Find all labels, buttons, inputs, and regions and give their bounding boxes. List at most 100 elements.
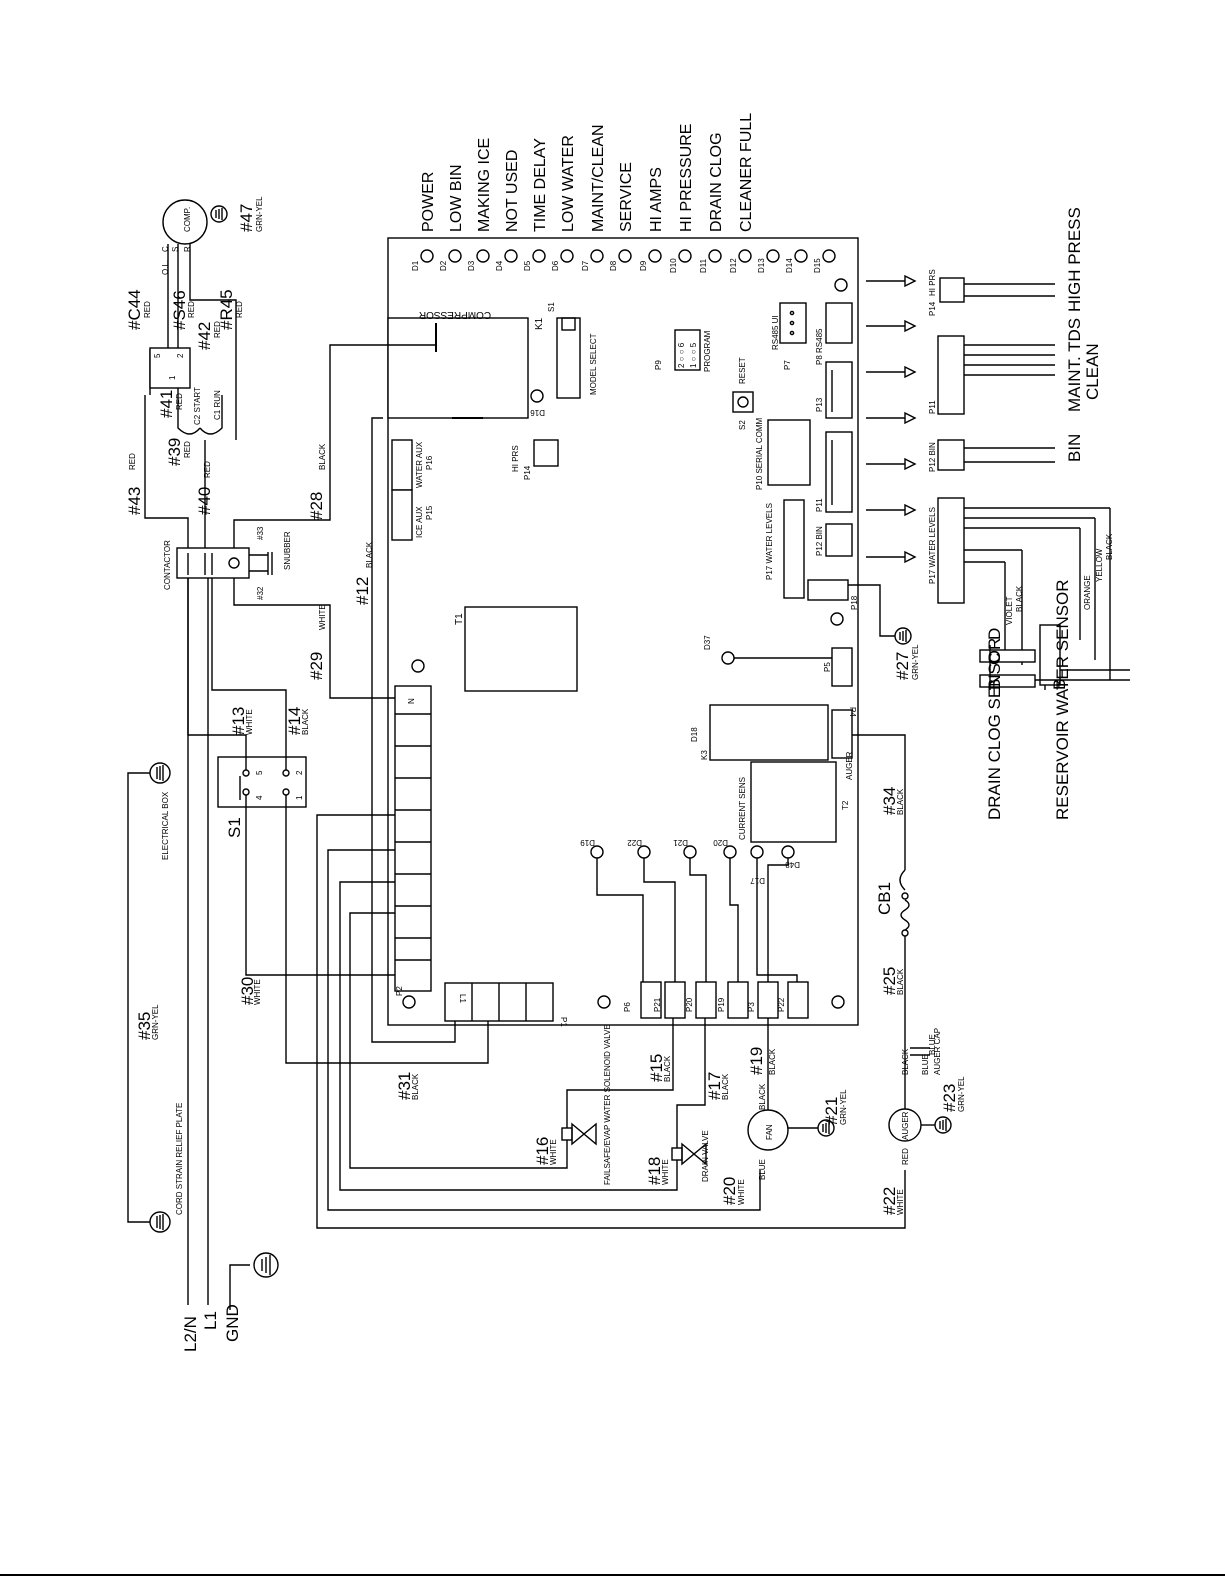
t2-current-sens: CURRENT SENS T2 (738, 761, 850, 843)
auger-board-label: AUGER (845, 751, 854, 780)
wire-14-color: BLACK (301, 708, 310, 735)
wire-13-color: WHITE (245, 709, 254, 735)
wire-18-color: WHITE (661, 1159, 670, 1185)
wire-18-label: #18 (645, 1157, 664, 1185)
p13-label: P13 (815, 397, 824, 412)
external-p17-water-levels: P17 WATER LEVELS VIOLET BLACK ORANGE YEL… (928, 497, 1114, 680)
comp-s-label: S (171, 247, 180, 252)
wire-12: #12 BLACK (353, 417, 456, 1043)
switch-wiring: #13 WHITE #14 BLACK #30 WHITE #31 BLACK (187, 578, 489, 1100)
p18-label: P18 (850, 595, 859, 610)
black-label-2: BLACK (1105, 533, 1114, 560)
d20-label: D20 (713, 838, 728, 847)
wire-c44-color: RED (143, 301, 152, 318)
wire-21-color: GRN-YEL (839, 1089, 848, 1125)
relay-pin-5: 5 (153, 353, 162, 358)
sw-pin-4: 4 (255, 795, 264, 800)
led-label-hi-pressure: HI PRESSURE (678, 124, 695, 232)
sw-pin-2: 2 (295, 770, 304, 775)
sw-pin-5: 5 (255, 770, 264, 775)
wire-12-color: BLACK (365, 541, 374, 568)
p1-l1-strip: L1 P1 (444, 982, 568, 1027)
p3-label: P3 (747, 1002, 756, 1012)
wire-42-color: RED (213, 321, 222, 338)
p21-label: P21 (653, 997, 662, 1012)
bottom-connectors: P6 P21 P20 P19 P3 P22 (623, 981, 809, 1019)
p11-board-label: P11 (815, 498, 824, 512)
s2-label: S2 (738, 420, 747, 430)
auger-cap-black: BLACK (901, 1048, 910, 1075)
power-lines: L2/N L1 GND (181, 578, 279, 1352)
d18-label: D18 (690, 727, 699, 742)
p4-label: P4 (848, 707, 857, 717)
drain-valve: #17 BLACK #18 WHITE DRAIN VALVE (645, 1018, 730, 1185)
wire-39-color: RED (183, 441, 192, 458)
l2n-label: L2/N (181, 1316, 200, 1352)
p19-label: P19 (717, 997, 726, 1012)
program-pins-bottom: 1 ○ ○ 5 (689, 342, 698, 368)
p2-n-label: N (407, 698, 416, 704)
wire-14-label: #14 (285, 707, 304, 735)
d19-label: D19 (580, 838, 595, 847)
auger-cap-blue-1: BLUE (921, 1054, 930, 1075)
p13-connector: P13 (815, 361, 853, 419)
wire-30-color: WHITE (253, 979, 262, 1005)
external-p14-high-press: HI PRS P14 HIGH PRESS (928, 207, 1084, 316)
led-id-d14: D14 (785, 258, 794, 273)
reservoir-water-sensor-label: RESERVOIR WATER SENSOR (1053, 579, 1072, 820)
fan-blue-label: BLUE (758, 1159, 767, 1180)
program-pins-top: 2 ○ ○ 6 (677, 342, 686, 368)
d37-label: D37 (703, 635, 712, 650)
led-label-hi-amps: HI AMPS (648, 167, 665, 232)
wire-16-label: #16 (533, 1137, 552, 1165)
contactor: CONTACTOR SNUBBER #33 #32 (163, 526, 292, 600)
fan-black-label: BLACK (758, 1083, 767, 1110)
auger-motor-label: AUGER (901, 1111, 910, 1140)
wire-34-color: BLACK (896, 788, 905, 815)
p8-rs485-label: P8 RS485 (815, 328, 824, 365)
p10-serial-comm: P10 SERIAL COMM (755, 417, 811, 490)
sensor-letter-c: C (985, 653, 1004, 665)
p11-connector: P11 (815, 431, 853, 513)
d22-label: D22 (627, 838, 642, 847)
led-id-d7: D7 (581, 260, 590, 271)
wire-31-label: #31 (395, 1072, 414, 1100)
p17-water-levels-board-label: P17 WATER LEVELS (765, 503, 774, 580)
auger-circuit: #34 BLACK CB1 #25 BLACK AUGER AUGER CAP … (852, 734, 966, 1215)
sensor-probes: B C D B DRAIN CLOG SENSOR RESERVOIR WATE… (979, 579, 1130, 820)
p1-label: P1 (559, 1017, 568, 1027)
l1-label: L1 (201, 1311, 220, 1330)
arrows-out (866, 274, 917, 564)
violet-label: VIOLET (1005, 596, 1014, 625)
p12-bin-connector: P12 BIN (815, 523, 853, 557)
ext-hi-prs-label: HI PRS (928, 269, 937, 296)
wire-40-label: #40 (195, 487, 214, 515)
p15-label: P15 (425, 505, 434, 520)
wire-29: #29 WHITE (233, 578, 395, 699)
p33-label: #33 (256, 526, 265, 540)
led-label-cleaner-full: CLEANER FULL (738, 113, 755, 232)
wire-47-label: #47 (237, 204, 256, 232)
led-label-maint-clean: MAINT/CLEAN (590, 124, 607, 232)
rs485-ui-label: RS485 UI (771, 315, 780, 350)
aux-connectors: WATER AUX P16 ICE AUX P15 (391, 439, 434, 541)
s1-switch-label: S1 (225, 817, 244, 838)
ground-35: ELECTRICAL BOX #35 GRN-YEL CORD STRAIN R… (127, 762, 184, 1233)
led-id-d13: D13 (757, 258, 766, 273)
wire-43-color: RED (128, 453, 137, 470)
wire-40-color: RED (203, 461, 212, 478)
external-p12-bin: P12 BIN BIN (928, 434, 1084, 472)
wire-20-label: #20 (720, 1177, 739, 1205)
black-label-1: BLACK (1015, 585, 1024, 612)
wire-19-label: #19 (747, 1047, 766, 1075)
led-label-power: POWER (420, 172, 437, 232)
bin-label: BIN (1065, 434, 1084, 462)
ol-label: O.L. (161, 260, 170, 275)
k3-relay: D18 K3 P4 AUGER (690, 704, 857, 780)
wire-21-label: #21 (822, 1097, 841, 1125)
c2-start-label: C2 START (193, 387, 202, 425)
cb1-label: CB1 (875, 882, 894, 915)
p2-label: P2 (395, 986, 404, 996)
auger-cap-label: AUGER CAP (933, 1028, 942, 1075)
